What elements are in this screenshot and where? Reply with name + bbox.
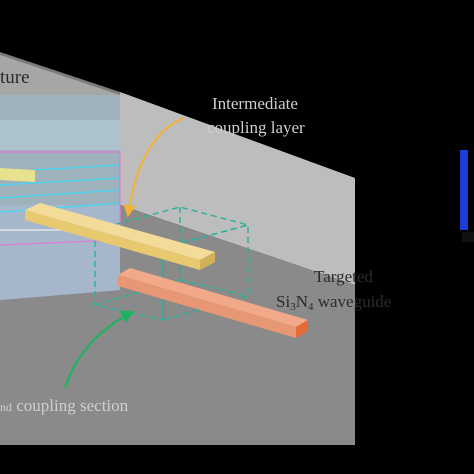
targeted-label-line1: Targeted (314, 267, 373, 286)
yellow-bar-front (25, 210, 200, 270)
intermediate-pointer-arrow (123, 117, 185, 218)
waveguide-top (118, 268, 308, 327)
si3n4-waveguide-label: Si3N4 waveguide (276, 292, 391, 313)
structure-label-fragment: ture (0, 67, 30, 88)
neighbor-figure-tick (462, 232, 474, 242)
layer-line-cyan-3 (0, 189, 121, 199)
waveguide-front (118, 275, 296, 338)
inner-yellow-stub (0, 168, 35, 182)
inner-layer-band (0, 120, 120, 150)
intermediate-label-line2: coupling layer (207, 118, 305, 137)
yellow-bar-top (25, 203, 215, 260)
yellow-bar-end (200, 252, 215, 270)
intermediate-layer-bar (25, 203, 215, 270)
dashed-box-back-bottom-right (179, 279, 249, 297)
box-right-face (355, 180, 420, 445)
subscript-4: 4 (308, 301, 314, 313)
neighbor-figure-strip (460, 150, 468, 230)
waveguide-end-facet (296, 320, 308, 338)
si-text: Si (276, 292, 290, 311)
waveguide-text: waveguide (313, 292, 391, 311)
dashed-box-front (94, 229, 164, 321)
coupling-rest: coupling section (12, 396, 129, 415)
n-text: N (296, 292, 308, 311)
subscript-3: 3 (290, 301, 296, 313)
layer-outline-magenta (0, 151, 121, 240)
layer-line-cyan-2 (0, 177, 121, 186)
coupling-section-label: nd coupling section (0, 396, 129, 415)
intermediate-label-line1: Intermediate (212, 94, 298, 113)
box-far-face (120, 92, 355, 285)
coupling-pointer-arrow (63, 310, 135, 389)
layer-line-cyan-4 (0, 202, 121, 213)
si3n4-waveguide (118, 268, 308, 338)
coupling-prefix: nd (0, 400, 12, 414)
